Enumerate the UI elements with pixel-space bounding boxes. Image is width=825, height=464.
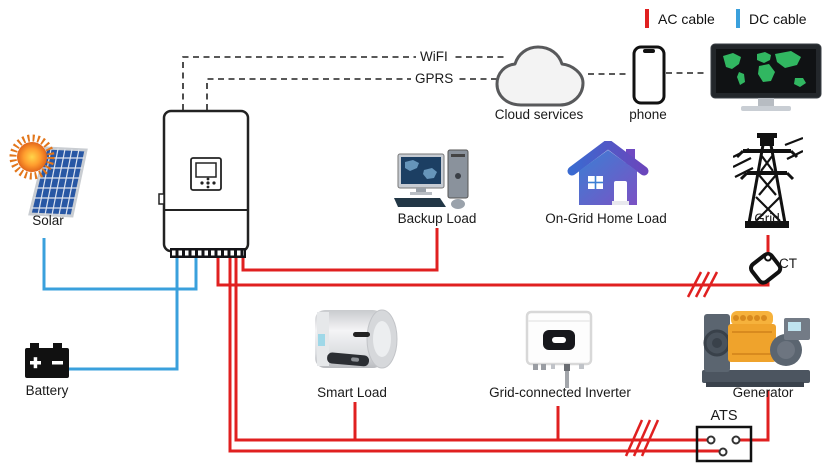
backup-load-icon bbox=[394, 149, 469, 209]
generator-icon bbox=[702, 311, 810, 387]
monitor-icon bbox=[710, 43, 822, 111]
dc-cable-battery bbox=[66, 252, 179, 371]
phone-icon bbox=[632, 45, 666, 105]
dc-color-swatch bbox=[736, 9, 740, 28]
backup-load-label: Backup Load bbox=[397, 211, 477, 226]
dc-cable-label: DC cable bbox=[749, 10, 807, 27]
phase-hash-rail-3 bbox=[640, 419, 660, 457]
cloud-icon bbox=[495, 45, 585, 107]
phase-hash-grid-1 bbox=[686, 271, 703, 298]
ats-terminal-left bbox=[706, 435, 716, 445]
ct-label: CT bbox=[779, 256, 797, 271]
wifi-label: WiFI bbox=[416, 49, 452, 64]
generator-label: Generator bbox=[732, 385, 794, 400]
legend-ac: AC cable bbox=[645, 9, 715, 28]
solar-label: Solar bbox=[32, 213, 64, 228]
ats-terminal-right bbox=[731, 435, 741, 445]
ac-cable-ats-bottom bbox=[228, 250, 719, 453]
phase-hash-rail-2 bbox=[632, 419, 652, 457]
phone-label: phone bbox=[629, 107, 667, 122]
grid-inverter-icon bbox=[525, 310, 593, 371]
ac-cable-backup-load bbox=[241, 228, 439, 272]
ats-box bbox=[695, 425, 753, 463]
dc-cable-solar bbox=[42, 238, 198, 291]
home-load-label: On-Grid Home Load bbox=[545, 211, 667, 226]
grid-inverter-label: Grid-connected Inverter bbox=[489, 385, 631, 400]
gprs-label: GPRS bbox=[411, 71, 458, 86]
phase-hash-grid-3 bbox=[702, 271, 719, 298]
sun-icon bbox=[9, 134, 55, 180]
smart-load-label: Smart Load bbox=[317, 385, 387, 400]
ats-terminal-bottom bbox=[718, 447, 728, 457]
battery-icon bbox=[25, 343, 69, 378]
ct-icon bbox=[749, 251, 783, 285]
inverter-icon bbox=[158, 109, 250, 258]
ats-label: ATS bbox=[710, 408, 738, 424]
ac-cable-generator bbox=[740, 390, 770, 442]
solar-panel-icon bbox=[9, 134, 88, 218]
ac-cable-load-rail bbox=[234, 250, 707, 442]
home-load-icon bbox=[567, 141, 649, 205]
grid-label: Grid bbox=[754, 211, 780, 226]
phase-hash-grid-2 bbox=[694, 271, 711, 298]
ac-cable-grid bbox=[216, 235, 770, 287]
ac-color-swatch bbox=[645, 9, 649, 28]
cloud-label: Cloud services bbox=[494, 107, 584, 122]
battery-label: Battery bbox=[25, 383, 69, 398]
comm-line-wifi bbox=[182, 56, 505, 110]
phase-hash-rail-1 bbox=[624, 419, 644, 457]
grid-icon bbox=[733, 133, 803, 228]
comm-line-gprs bbox=[206, 78, 500, 110]
ac-cable-label: AC cable bbox=[658, 10, 715, 27]
smart-load-icon bbox=[315, 309, 398, 369]
legend-dc: DC cable bbox=[736, 9, 807, 28]
